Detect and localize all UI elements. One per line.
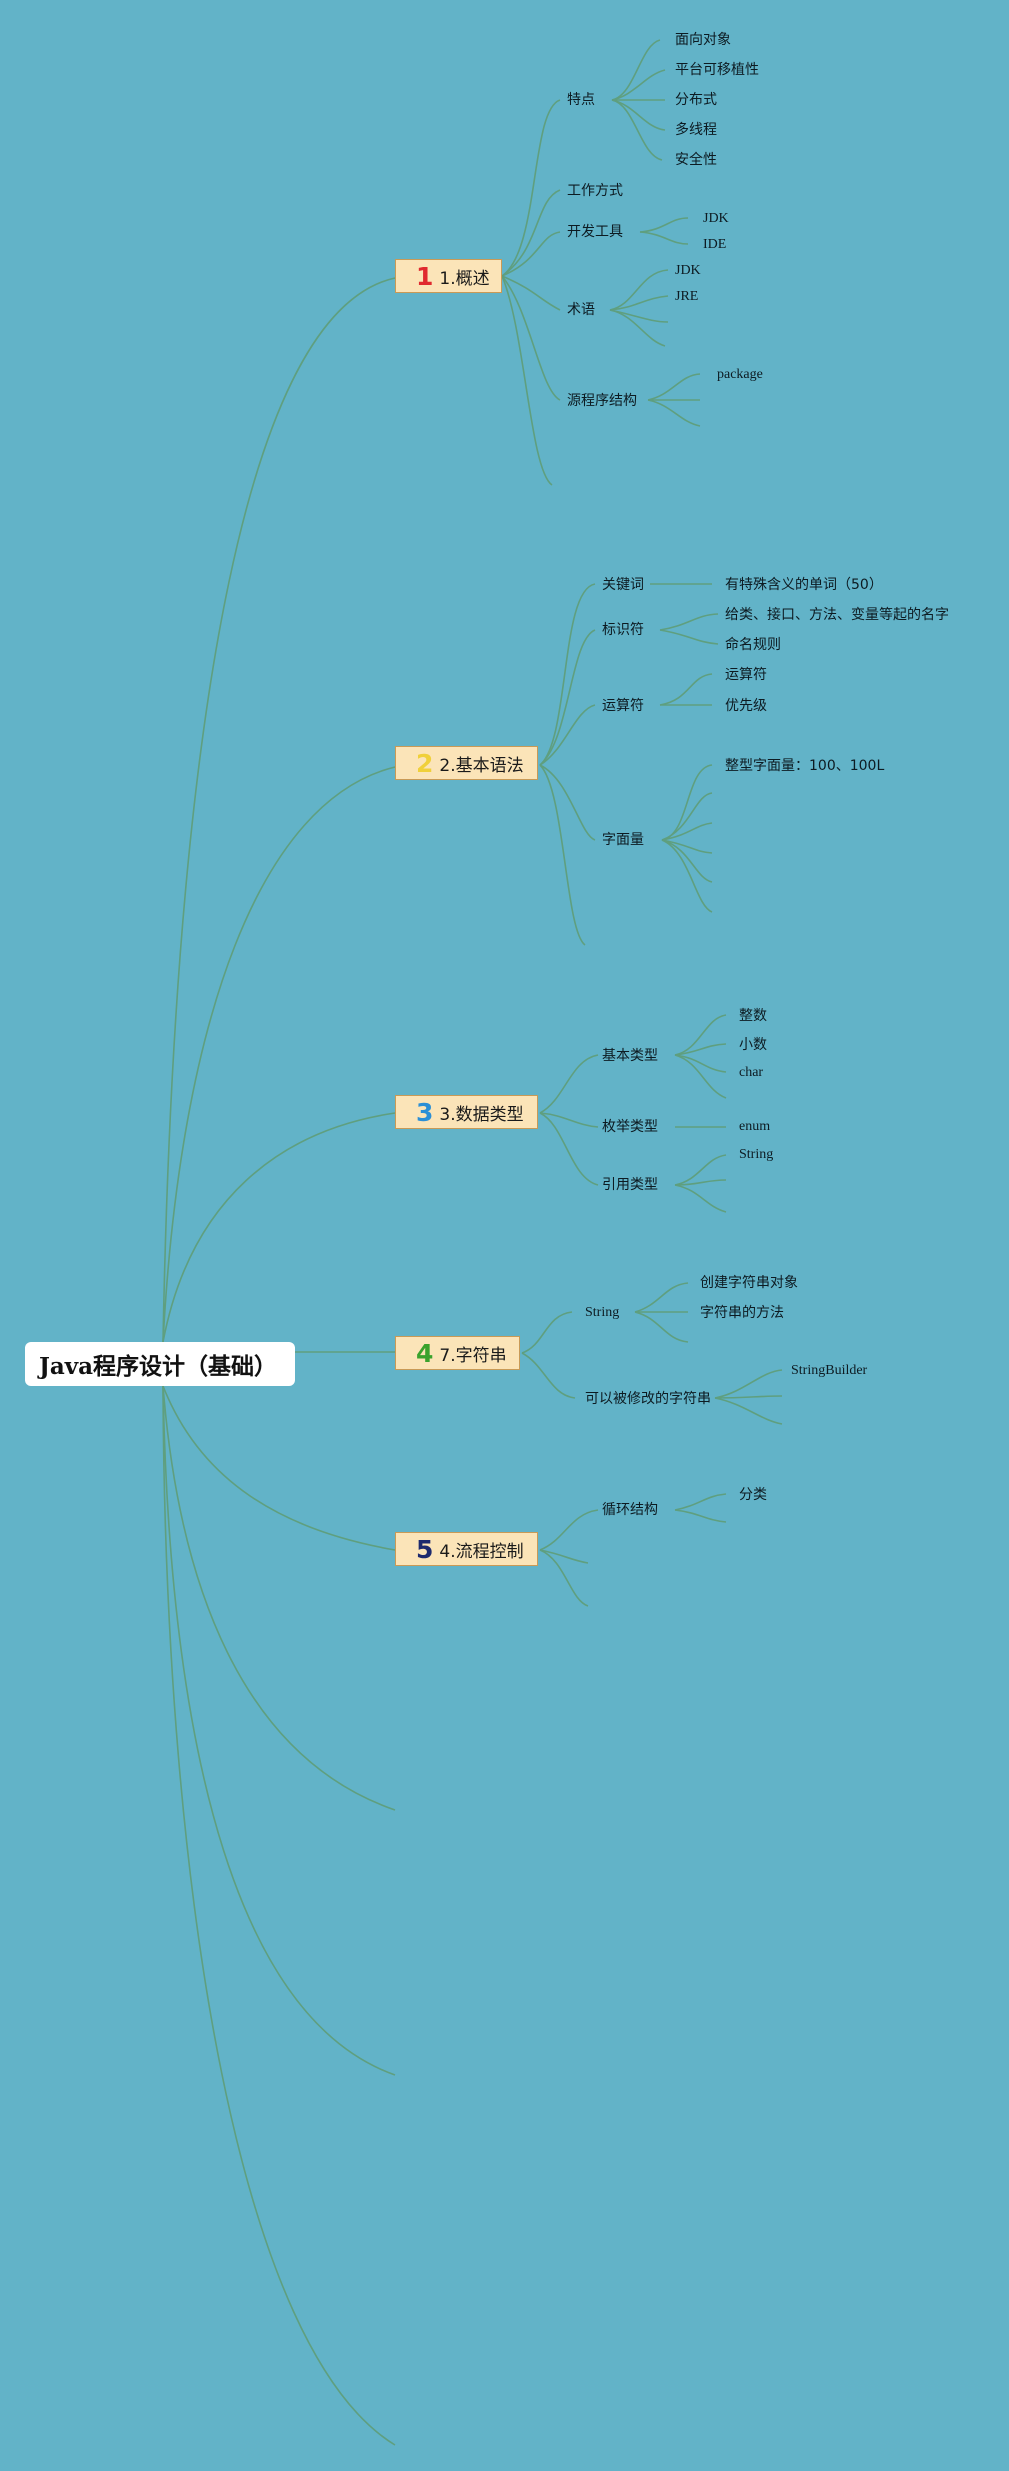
node-dev-tool-item[interactable]: IDE	[703, 237, 727, 252]
node-operator-item[interactable]: 优先级	[725, 698, 767, 714]
root-node[interactable]: Java程序设计（基础）	[25, 1342, 295, 1386]
node-literal-item[interactable]: 整型字面量：100、100L	[725, 758, 885, 774]
node-feature-item[interactable]: 分布式	[675, 92, 717, 108]
node-enum-types[interactable]: 枚举类型	[602, 1119, 658, 1135]
node-enum-item[interactable]: enum	[739, 1119, 771, 1134]
node-term-item[interactable]: JDK	[675, 263, 701, 278]
node-basic-type-item[interactable]: 小数	[739, 1037, 767, 1053]
node-terms[interactable]: 术语	[567, 302, 595, 318]
node-operators[interactable]: 运算符	[602, 698, 644, 714]
node-feature-item[interactable]: 面向对象	[675, 32, 731, 48]
node-mutable-string[interactable]: 可以被修改的字符串	[585, 1391, 711, 1407]
node-keyword-item[interactable]: 有特殊含义的单词（50）	[725, 577, 883, 593]
topic-label: 7.字符串	[439, 1345, 507, 1366]
number-5-icon: 5	[416, 1534, 434, 1564]
node-operator-item[interactable]: 运算符	[725, 667, 767, 683]
node-identifier-item[interactable]: 给类、接口、方法、变量等起的名字	[725, 607, 949, 623]
node-string-item[interactable]: 创建字符串对象	[700, 1275, 798, 1291]
node-keywords[interactable]: 关键词	[602, 577, 644, 593]
node-feature-item[interactable]: 平台可移植性	[675, 62, 759, 78]
node-reference-item[interactable]: String	[739, 1147, 774, 1162]
node-identifier-item[interactable]: 命名规则	[725, 637, 781, 653]
topic-strings[interactable]: 4 7.字符串	[395, 1336, 520, 1370]
root-title: Java程序设计（基础）	[39, 1353, 278, 1380]
node-term-item[interactable]: JRE	[675, 289, 699, 304]
node-mutable-item[interactable]: StringBuilder	[791, 1363, 868, 1378]
node-source-structure[interactable]: 源程序结构	[567, 393, 637, 409]
node-basic-type-item[interactable]: char	[739, 1065, 764, 1080]
topic-label: 4.流程控制	[439, 1541, 524, 1562]
node-basic-type-item[interactable]: 整数	[739, 1008, 767, 1024]
node-source-item[interactable]: package	[717, 367, 763, 382]
node-string[interactable]: String	[585, 1305, 620, 1320]
number-4-icon: 4	[416, 1338, 434, 1368]
number-2-icon: 2	[416, 748, 434, 778]
node-feature-item[interactable]: 安全性	[675, 152, 717, 168]
topic-label: 3.数据类型	[439, 1104, 524, 1125]
node-dev-tools[interactable]: 开发工具	[567, 224, 623, 240]
node-identifiers[interactable]: 标识符	[602, 622, 644, 638]
topic-data-types[interactable]: 3 3.数据类型	[395, 1095, 538, 1129]
node-string-item[interactable]: 字符串的方法	[700, 1305, 784, 1321]
number-1-icon: 1	[416, 261, 434, 291]
topic-label: 1.概述	[439, 268, 490, 289]
node-feature-item[interactable]: 多线程	[675, 122, 717, 138]
node-loop-item[interactable]: 分类	[739, 1487, 767, 1503]
node-reference-types[interactable]: 引用类型	[602, 1177, 658, 1193]
topic-overview[interactable]: 1 1.概述	[395, 259, 502, 293]
node-dev-tool-item[interactable]: JDK	[703, 211, 729, 226]
topic-label: 2.基本语法	[439, 755, 524, 776]
node-literals[interactable]: 字面量	[602, 832, 644, 848]
node-features[interactable]: 特点	[567, 92, 595, 108]
node-work-mode[interactable]: 工作方式	[567, 183, 623, 199]
topic-basic-syntax[interactable]: 2 2.基本语法	[395, 746, 538, 780]
node-loop-structure[interactable]: 循环结构	[602, 1502, 658, 1518]
node-basic-types[interactable]: 基本类型	[602, 1048, 658, 1064]
topic-flow-control[interactable]: 5 4.流程控制	[395, 1532, 538, 1566]
number-3-icon: 3	[416, 1097, 434, 1127]
